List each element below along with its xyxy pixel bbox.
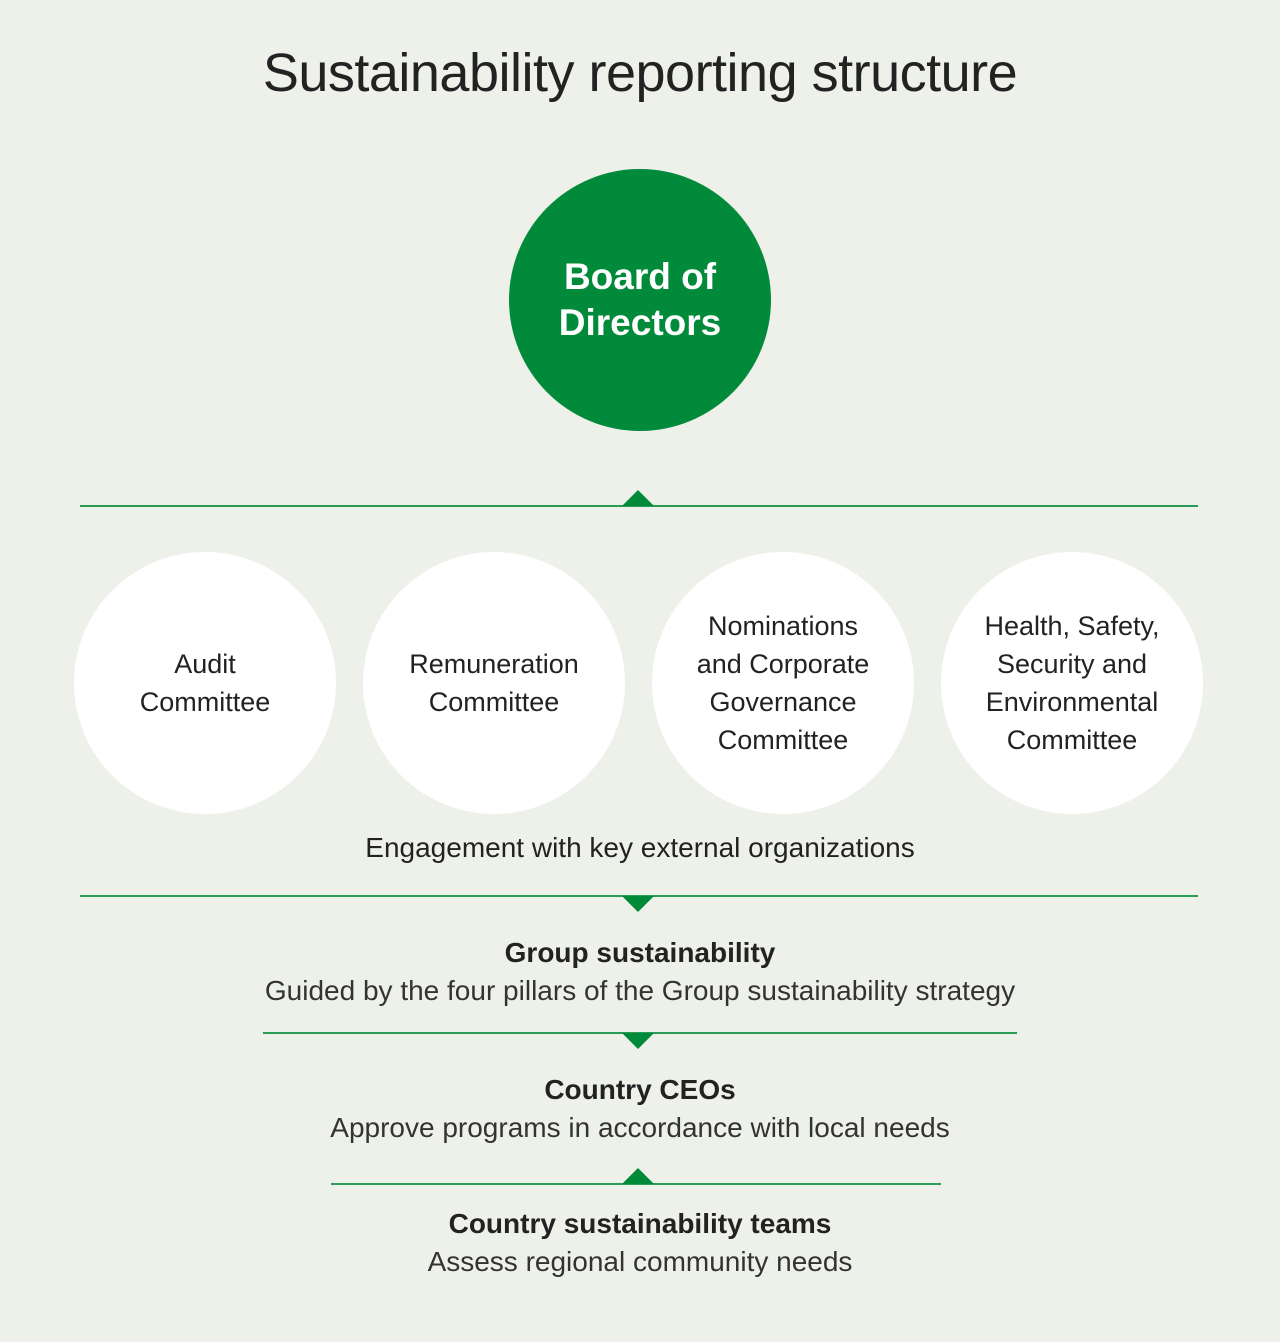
board-label: Board of Directors	[558, 256, 722, 343]
level-subtitle: Approve programs in accordance with loca…	[330, 1112, 950, 1143]
level-subtitle: Guided by the four pillars of the Group …	[264, 975, 1016, 1006]
divider-line	[80, 505, 1198, 507]
level-title: Country CEOs	[544, 1074, 736, 1105]
committee-audit: Audit Committee	[74, 552, 336, 814]
level-title: Country sustainability teams	[448, 1208, 832, 1239]
arrow-down-icon	[622, 896, 654, 912]
committee-remuneration: Remuneration Committee	[363, 552, 625, 814]
diagram-title: Sustainability reporting structure	[262, 43, 1018, 103]
divider-line	[331, 1183, 941, 1185]
board-of-directors-node: Board of Directors	[509, 169, 771, 431]
committee-hsse: Health, Safety, Security and Environment…	[941, 552, 1203, 814]
arrow-up-icon	[622, 1168, 654, 1184]
arrow-down-icon	[622, 1033, 654, 1049]
arrow-up-icon	[622, 490, 654, 506]
committee-nominations: Nominations and Corporate Governance Com…	[652, 552, 914, 814]
level-subtitle: Assess regional community needs	[427, 1246, 853, 1277]
engagement-text: Engagement with key external organizatio…	[365, 832, 915, 863]
level-title: Group sustainability	[504, 937, 776, 968]
